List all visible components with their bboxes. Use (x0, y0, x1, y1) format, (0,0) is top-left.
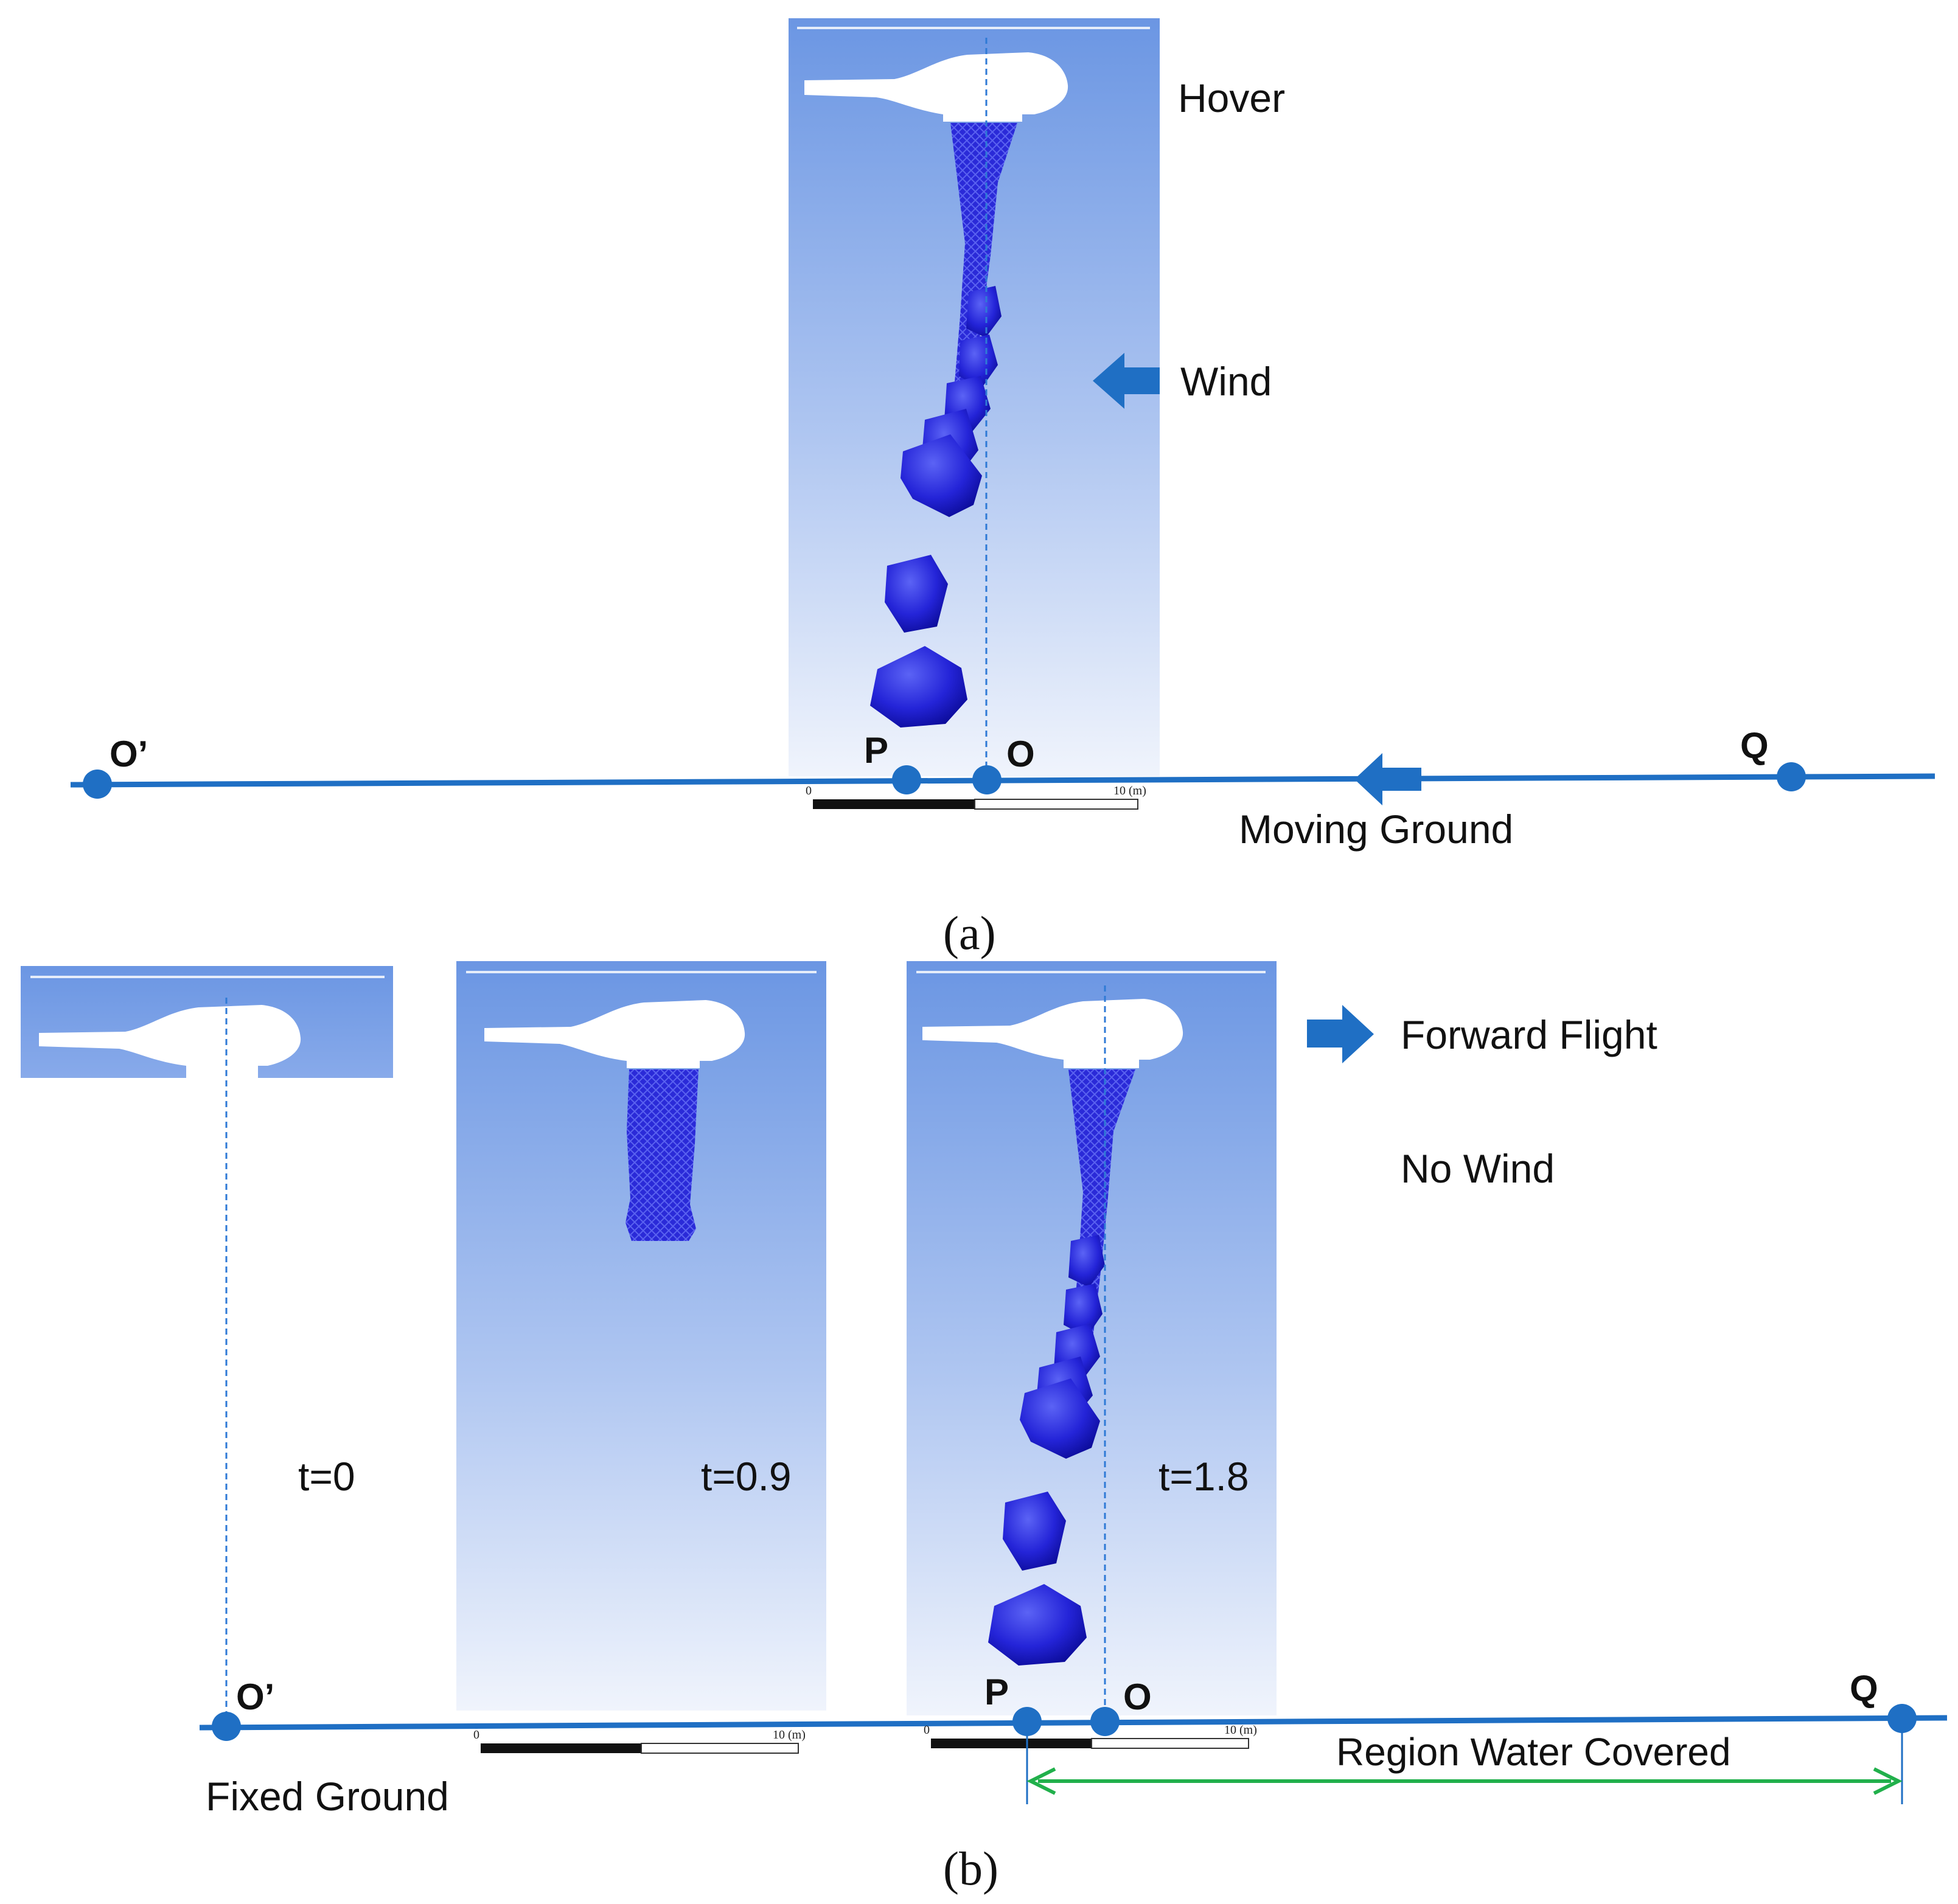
caption-b: (b) (943, 1842, 998, 1895)
scale-end-b1: 10 (m) (773, 1728, 806, 1742)
forward-flight-arrow-icon (1307, 1005, 1374, 1063)
scale-bar-b2: 0 10 (m) (924, 1723, 1257, 1749)
water-blob-a6 (885, 555, 948, 633)
point-o-a (972, 765, 1002, 794)
helicopter-t18 (922, 999, 1183, 1068)
water-blob-a7 (870, 646, 967, 728)
ground-line-a (70, 773, 1935, 788)
scale-bar-b1: 0 10 (m) (473, 1728, 806, 1754)
time-label-t0: t=0 (298, 1454, 355, 1499)
scale-bar-fill-b2 (931, 1739, 1092, 1748)
point-p-label-a: P (864, 730, 888, 771)
point-q-a (1777, 762, 1806, 791)
water-blob-a5 (901, 434, 982, 517)
water-blob-t18-1 (1068, 1235, 1105, 1287)
moving-ground-label: Moving Ground (1239, 807, 1513, 852)
ground-line-b (199, 1715, 1948, 1731)
point-q-label-b: Q (1850, 1668, 1878, 1709)
point-o-prime-a (83, 770, 112, 799)
point-o-prime-label-b: O’ (236, 1676, 274, 1717)
region-arrow-right-head-icon (1873, 1767, 1903, 1795)
water-blob-t18-5 (1020, 1378, 1100, 1459)
wind-arrow-icon (1093, 353, 1160, 409)
scale-end-a: 10 (m) (1113, 784, 1146, 797)
panel-b: O’ P O Q 0 10 (m) 0 10 (m) Region Water … (21, 961, 1948, 1895)
water-blob-t18-6 (1003, 1492, 1066, 1571)
region-arrow-left-head-icon (1026, 1767, 1056, 1795)
water-column-t09 (625, 1069, 699, 1241)
water-blob-t18-7 (988, 1584, 1087, 1666)
time-label-t18: t=1.8 (1158, 1454, 1249, 1499)
moving-ground-arrow-icon (1354, 753, 1421, 805)
caption-a: (a) (943, 906, 996, 959)
forward-flight-label: Forward Flight (1401, 1012, 1657, 1057)
water-blob-a2 (959, 335, 998, 389)
point-q-label-a: Q (1740, 725, 1769, 766)
fixed-ground-label: Fixed Ground (206, 1774, 449, 1819)
point-o-label-b: O (1123, 1676, 1152, 1717)
point-o-b (1090, 1707, 1120, 1736)
scale-bar-fill-b1 (481, 1743, 641, 1753)
hover-label: Hover (1178, 75, 1285, 120)
helicopter-t0 (39, 1005, 301, 1078)
scale-start-b1: 0 (473, 1728, 479, 1742)
time-label-t09: t=0.9 (701, 1454, 792, 1499)
scale-bar-fill-a (813, 799, 975, 809)
helicopter-a (804, 52, 1068, 122)
helicopter-t09 (484, 1000, 745, 1068)
water-column-t18 (988, 1069, 1135, 1666)
point-p-a (892, 765, 921, 794)
point-p-label-b: P (984, 1672, 1009, 1712)
scale-bar-empty-a (974, 799, 1138, 810)
scale-bar-empty-b1 (641, 1743, 799, 1754)
water-blob-a1 (966, 286, 1002, 338)
point-o-label-a: O (1006, 734, 1035, 774)
scale-bar-a: 0 10 (m) (806, 784, 1146, 810)
no-wind-label: No Wind (1401, 1146, 1555, 1191)
panel-a: O’ P O Q 0 10 (m) Hover Wind Moving Grou… (70, 18, 1935, 959)
point-o-prime-b (212, 1712, 241, 1741)
scale-start-a: 0 (806, 784, 812, 797)
scale-bar-empty-b2 (1091, 1738, 1249, 1749)
point-o-prime-label-a: O’ (110, 734, 148, 774)
scale-start-b2: 0 (924, 1723, 930, 1737)
wind-label: Wind (1180, 359, 1272, 404)
scale-end-b2: 10 (m) (1224, 1723, 1257, 1737)
region-water-covered-label: Region Water Covered (1336, 1730, 1731, 1774)
water-blob-t18-2 (1064, 1284, 1103, 1337)
water-column-a (870, 123, 1017, 728)
